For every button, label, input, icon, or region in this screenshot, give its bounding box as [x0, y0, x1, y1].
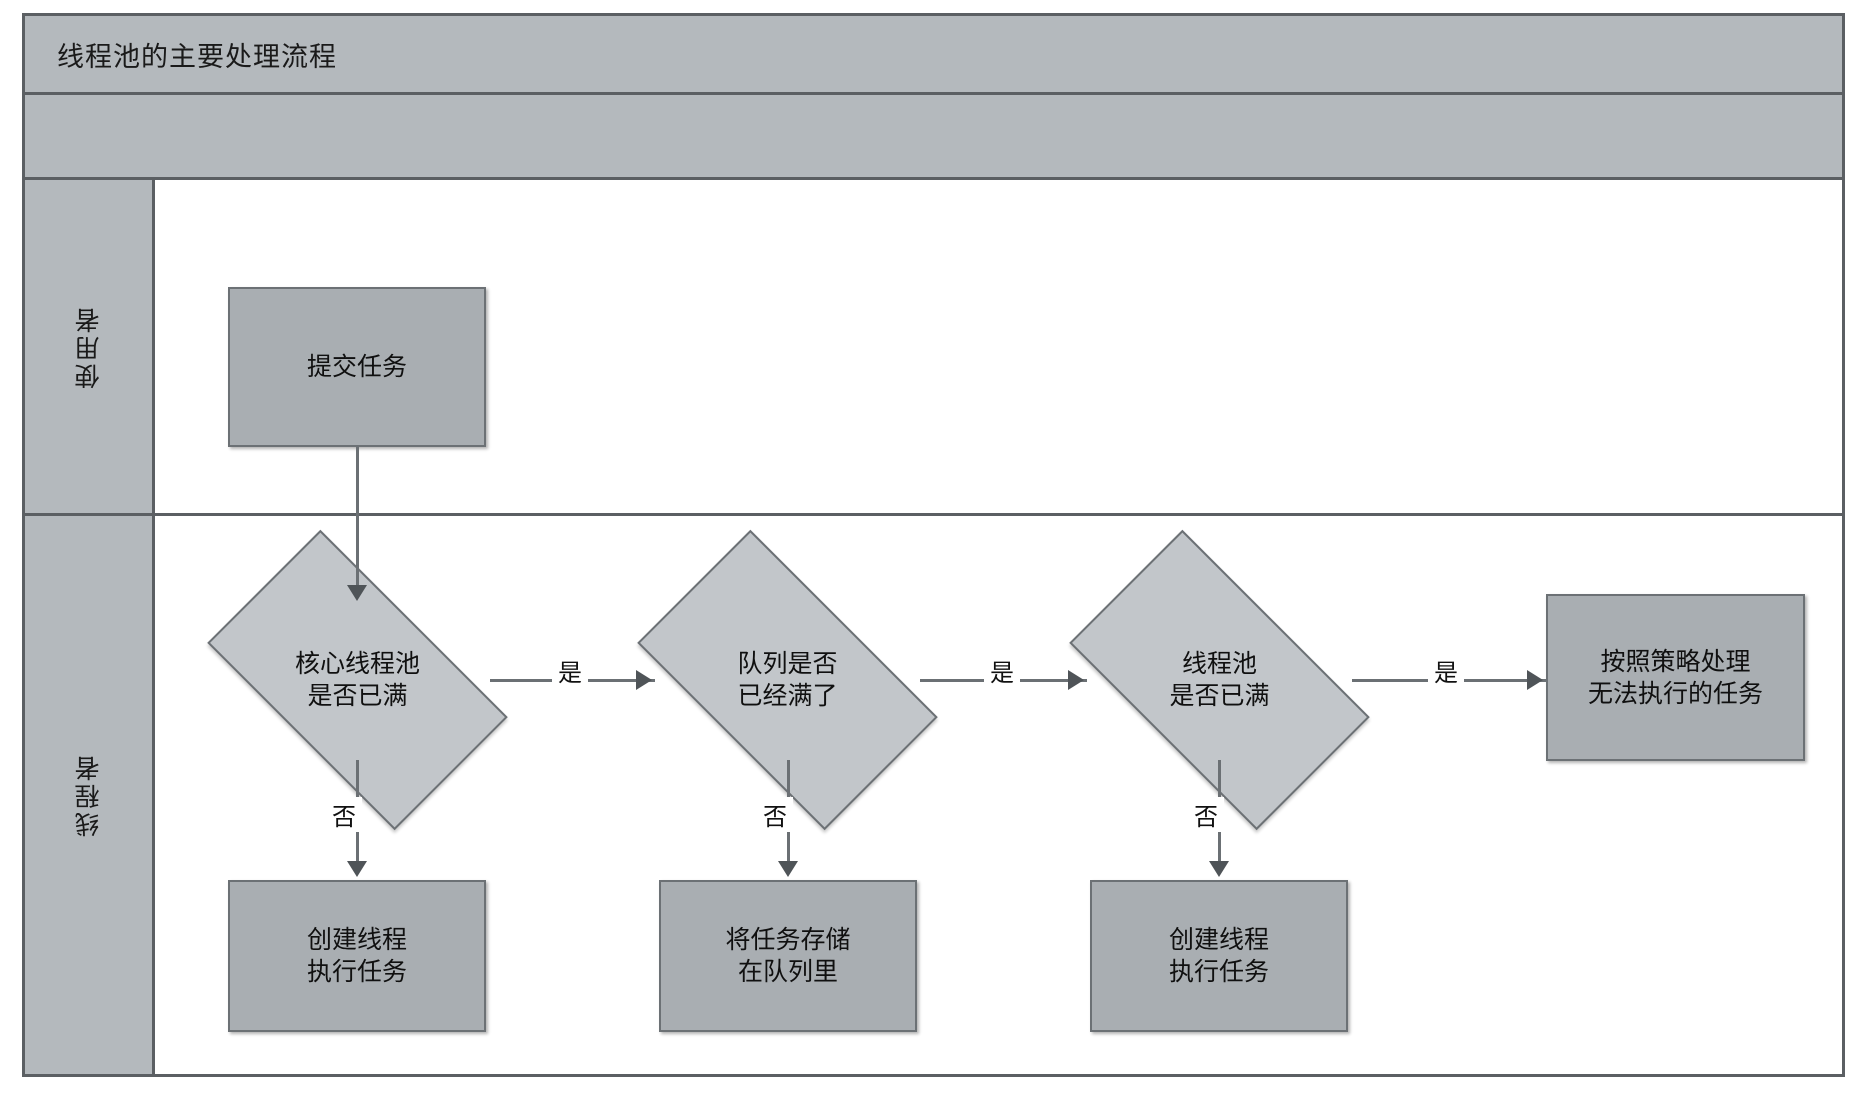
- node-reject-policy[interactable]: 按照策略处理 无法执行的任务: [1546, 594, 1805, 761]
- edge-pool-yes-arrow: [1527, 670, 1543, 690]
- lane-label-thread: 线程者: [73, 753, 103, 837]
- edge-core-no-label: 否: [326, 797, 362, 832]
- node-core-pool-full[interactable]: 核心线程池 是否已满: [207, 529, 508, 831]
- node-create-thread-1[interactable]: 创建线程 执行任务: [228, 880, 486, 1032]
- node-pool-full-label: 线程池 是否已满: [1169, 648, 1270, 711]
- edge-core-yes-arrow: [636, 670, 652, 690]
- lane-label-user: 使用者: [73, 304, 103, 389]
- node-core-pool-full-label: 核心线程池 是否已满: [294, 648, 420, 711]
- node-submit-task[interactable]: 提交任务: [228, 287, 486, 447]
- lane-header-thread: 线程者: [25, 516, 155, 1074]
- edge-queue-no-label: 否: [757, 797, 793, 832]
- node-store-in-queue[interactable]: 将任务存储 在队列里: [659, 880, 917, 1032]
- diagram-title: 线程池的主要处理流程: [57, 41, 337, 73]
- edge-queue-yes-label: 是: [984, 653, 1020, 688]
- edge-queue-yes-arrow: [1068, 670, 1084, 690]
- edge-pool-yes-label: 是: [1428, 653, 1464, 688]
- edge-core-no-arrow: [347, 861, 367, 877]
- node-pool-full[interactable]: 线程池 是否已满: [1069, 529, 1370, 831]
- edge-pool-no-label: 否: [1188, 797, 1224, 832]
- edge-submit-to-core-line: [356, 447, 359, 589]
- edge-pool-no-arrow: [1209, 861, 1229, 877]
- node-queue-full[interactable]: 队列是否 已经满了: [637, 529, 938, 831]
- edge-core-yes-label: 是: [552, 653, 588, 688]
- diagram-title-band: 线程池的主要处理流程: [22, 13, 1845, 95]
- node-queue-full-label: 队列是否 已经满了: [737, 648, 838, 711]
- edge-queue-no-arrow: [778, 861, 798, 877]
- lane-header-user: 使用者: [25, 180, 155, 513]
- phase-band: [22, 95, 1845, 180]
- edge-submit-to-core-arrow: [347, 585, 367, 601]
- node-create-thread-2[interactable]: 创建线程 执行任务: [1090, 880, 1348, 1032]
